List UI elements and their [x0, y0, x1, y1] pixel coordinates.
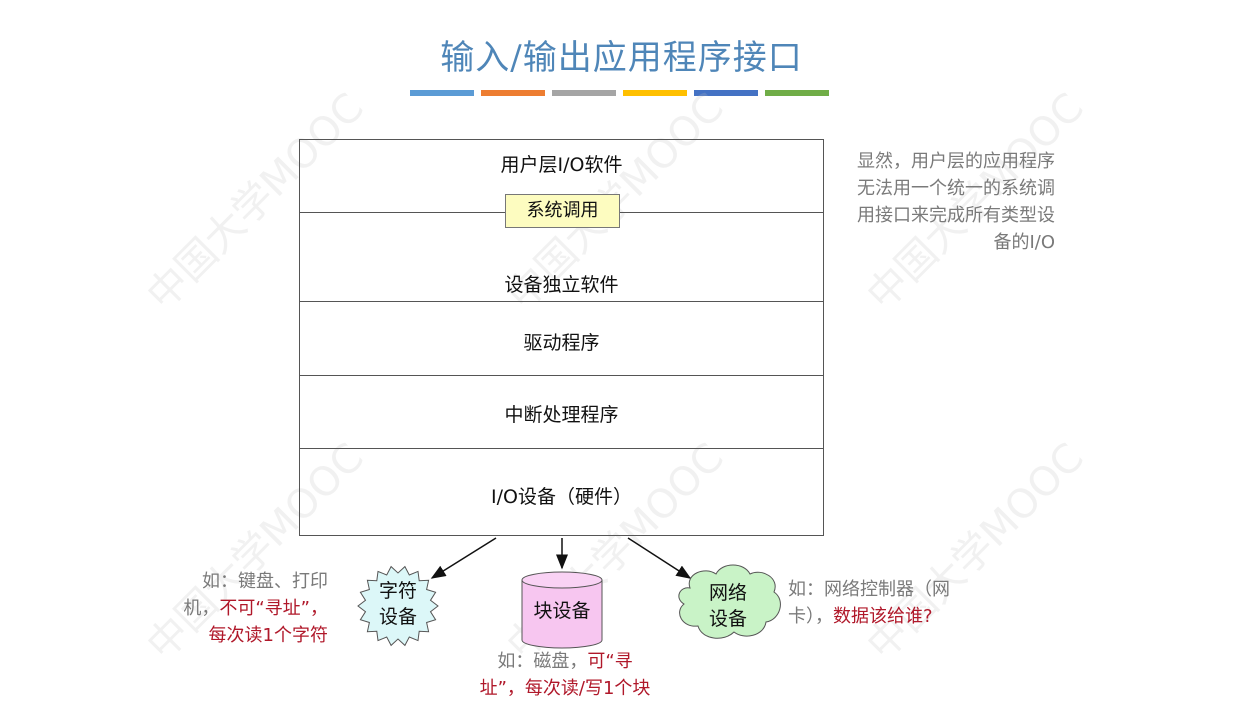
color-bar	[694, 90, 758, 96]
title-color-bars	[410, 90, 830, 96]
block-device-caption: 如：磁盘，可“寻 址”，每次读/写1个块	[455, 648, 675, 702]
layer-device-independent-software: 设备独立软件	[504, 274, 619, 296]
network-device-label: 网络 设备	[696, 580, 760, 632]
caption-highlight: 数据该给谁?	[833, 606, 933, 627]
io-layer-stack: 用户层I/O软件 系统调用 设备独立软件 驱动程序 中断处理程序 I/O设备（硬…	[299, 139, 824, 536]
network-device-label-line1: 网络	[708, 582, 747, 604]
layer-user-io-software: 用户层I/O软件	[500, 154, 623, 176]
char-device-label: 字符 设备	[367, 578, 429, 630]
caption-text: 机，	[183, 598, 220, 619]
char-device-starburst	[357, 565, 439, 647]
layer-device-driver: 驱动程序	[523, 332, 600, 354]
caption-highlight: 可“寻	[587, 651, 633, 672]
arrow-to-network-device	[627, 537, 692, 579]
network-device-label-line2: 设备	[708, 608, 747, 630]
layer-divider	[300, 448, 823, 449]
caption-text: 如：磁盘，	[497, 651, 588, 672]
side-note: 显然，用户层的应用程序无法用一个统一的系统调用接口来完成所有类型设备的I/O	[857, 151, 1055, 253]
layer-interrupt-handler: 中断处理程序	[504, 404, 619, 426]
network-device-caption: 如：网络控制器（网 卡），数据该给谁?	[788, 576, 988, 630]
layer-divider	[300, 301, 823, 302]
color-bar	[765, 90, 829, 96]
layer-io-hardware: I/O设备（硬件）	[491, 486, 632, 508]
char-device-caption: 如：键盘、打印 机，不可“寻址”， 每次读1个字符	[150, 568, 328, 649]
system-call-box: 系统调用	[505, 194, 620, 228]
char-device-label-line1: 字符	[378, 580, 417, 602]
caption-text: 卡），	[788, 606, 833, 627]
caption-line: 如：键盘、打印	[202, 571, 328, 592]
caption-highlight: 不可“寻址”，	[219, 598, 328, 619]
caption-line: 如：磁盘，可“寻	[455, 648, 675, 675]
block-device-cylinder	[521, 571, 603, 649]
caption-highlight-line: 每次读1个字符	[208, 625, 328, 646]
layer-divider	[300, 375, 823, 376]
caption-highlight-line: 址”，每次读/写1个块	[479, 678, 651, 699]
color-bar	[552, 90, 616, 96]
caption-line: 如：网络控制器（网	[788, 579, 950, 600]
network-device-cloud	[678, 564, 781, 639]
color-bar	[623, 90, 687, 96]
char-device-label-line2: 设备	[378, 606, 417, 628]
block-device-label: 块设备	[533, 600, 591, 622]
caption-line: 卡），数据该给谁?	[788, 603, 988, 630]
page-title: 输入/输出应用程序接口	[440, 38, 803, 78]
caption-line: 机，不可“寻址”，	[150, 595, 328, 622]
color-bar	[481, 90, 545, 96]
arrow-to-char-device	[430, 537, 497, 579]
color-bar	[410, 90, 474, 96]
